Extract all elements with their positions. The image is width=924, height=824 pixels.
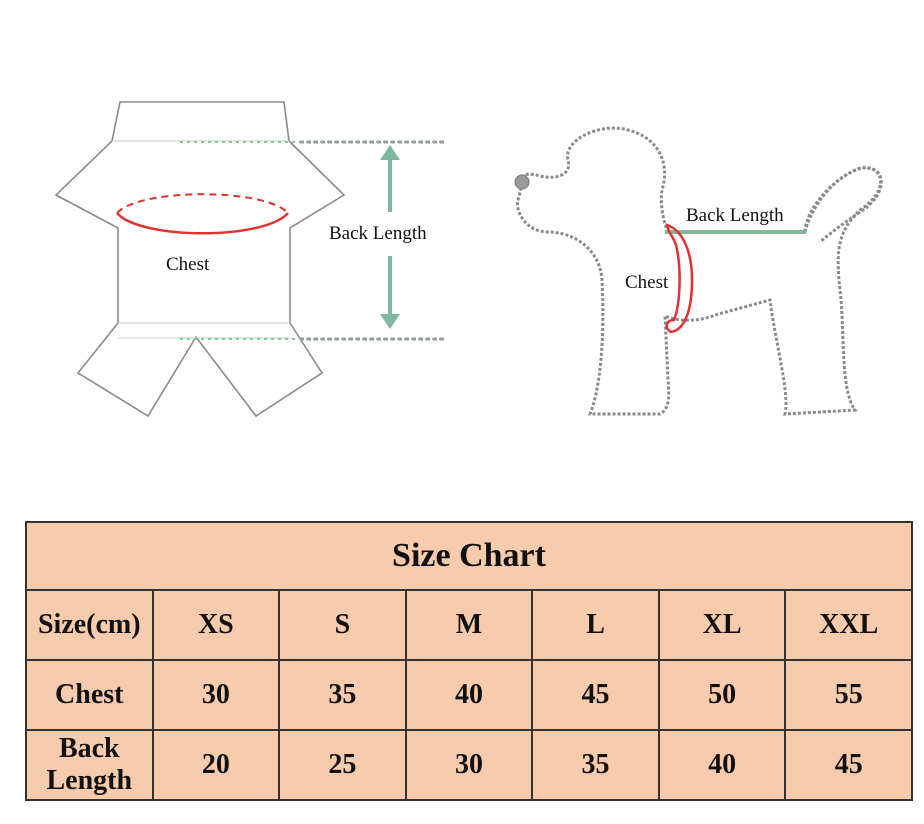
- table-cell: 30: [404, 729, 534, 801]
- dog-outline: [515, 126, 883, 416]
- table-header-row: Size(cm) XS S M L XL XXL: [25, 589, 913, 661]
- garment-chest-line-back: [116, 193, 289, 214]
- table-cell: 45: [531, 659, 660, 731]
- table-row-chest: Chest 30 35 40 45 50 55: [25, 659, 913, 731]
- table-cell: 45: [784, 729, 913, 801]
- row-label-back-length: Back Length: [25, 729, 154, 801]
- table-cell: 20: [151, 729, 281, 801]
- garment-illustration: Chest Back Length: [54, 101, 445, 418]
- size-chart-table: Size Chart Size(cm) XS S M L XL XXL Ches…: [25, 521, 913, 801]
- table-cell: 30: [151, 659, 281, 731]
- dog-chest-line: [665, 223, 694, 334]
- table-cell: 50: [657, 659, 787, 731]
- table-cell: 35: [278, 659, 407, 731]
- table-cell: 40: [404, 659, 534, 731]
- table-cell: 40: [657, 729, 787, 801]
- table-title-row: Size Chart: [25, 521, 913, 591]
- table-cell: 35: [531, 729, 660, 801]
- size-header-cell: XXL: [784, 589, 913, 661]
- row-label-chest: Chest: [25, 659, 154, 731]
- garment-chest-label: Chest: [166, 254, 210, 275]
- size-header-label: Size(cm): [25, 589, 154, 661]
- size-header-cell: S: [278, 589, 407, 661]
- garment-back-length-label: Back Length: [329, 223, 427, 244]
- garment-back-length-arrow: [380, 145, 400, 329]
- table-row-back-length: Back Length 20 25 30 35 40 45: [25, 729, 913, 801]
- size-header-cell: L: [531, 589, 660, 661]
- dog-ear: [803, 166, 883, 244]
- table-title: Size Chart: [25, 521, 913, 591]
- size-header-cell: XL: [657, 589, 787, 661]
- table-cell: 55: [784, 659, 913, 731]
- table-cell: 25: [278, 729, 407, 801]
- garment-chest-line-front: [116, 212, 289, 235]
- size-header-cell: XS: [151, 589, 281, 661]
- measurement-diagram: Chest Back Length Back Length Chest: [54, 101, 883, 418]
- dog-illustration: Back Length Chest: [514, 126, 883, 416]
- dog-nose: [514, 174, 530, 190]
- dog-back-length-label: Back Length: [686, 205, 784, 226]
- size-header-cell: M: [404, 589, 534, 661]
- dog-chest-label: Chest: [625, 272, 669, 293]
